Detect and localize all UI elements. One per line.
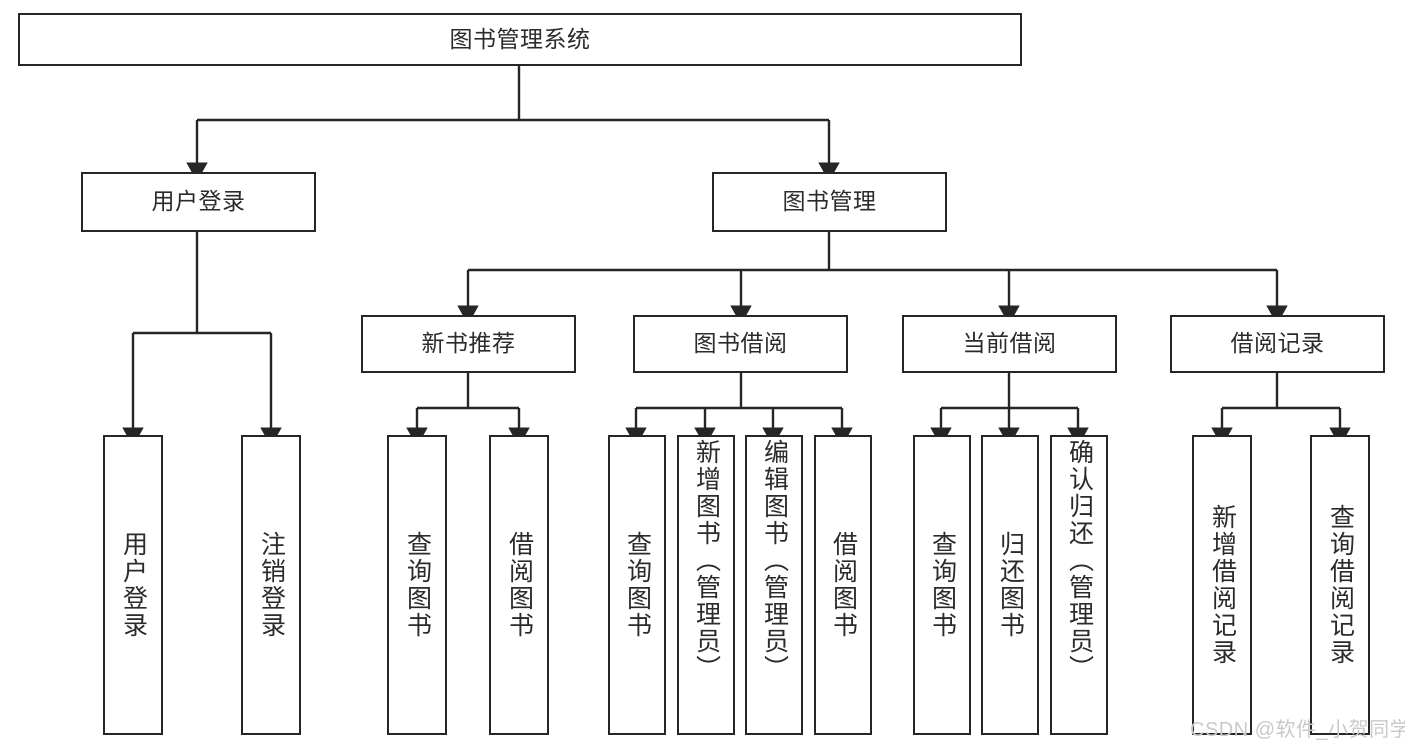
node-label: 确认归还（管理员） bbox=[1065, 439, 1094, 682]
leaf-borrow-book-newbook[interactable]: 借阅图书 bbox=[489, 435, 549, 735]
node-label: 用户登录 bbox=[151, 188, 246, 215]
node-new-book-recommendation[interactable]: 新书推荐 bbox=[361, 315, 576, 373]
leaf-confirm-return-admin[interactable]: 确认归还（管理员） bbox=[1050, 435, 1108, 735]
node-label: 归还图书 bbox=[996, 531, 1025, 639]
node-label: 新书推荐 bbox=[421, 330, 516, 357]
leaf-query-book-newbook[interactable]: 查询图书 bbox=[387, 435, 447, 735]
node-book-borrowing[interactable]: 图书借阅 bbox=[633, 315, 848, 373]
node-label: 借阅记录 bbox=[1230, 330, 1325, 357]
node-book-management[interactable]: 图书管理 bbox=[712, 172, 947, 232]
leaf-return-book[interactable]: 归还图书 bbox=[981, 435, 1039, 735]
node-label: 编辑图书（管理员） bbox=[760, 439, 789, 682]
leaf-edit-book-admin[interactable]: 编辑图书（管理员） bbox=[745, 435, 803, 735]
leaf-query-book-current[interactable]: 查询图书 bbox=[913, 435, 971, 735]
csdn-watermark: CSDN @软件_小贺同学 bbox=[1190, 719, 1405, 741]
node-label: 借阅图书 bbox=[829, 531, 858, 639]
node-user-login[interactable]: 用户登录 bbox=[81, 172, 316, 232]
leaf-query-book-borrow[interactable]: 查询图书 bbox=[608, 435, 666, 735]
node-label: 查询图书 bbox=[928, 531, 957, 639]
node-label: 图书管理系统 bbox=[449, 25, 591, 52]
leaf-add-borrow-record[interactable]: 新增借阅记录 bbox=[1192, 435, 1252, 735]
node-label: 查询图书 bbox=[623, 531, 652, 639]
node-label: 当前借阅 bbox=[962, 330, 1057, 357]
node-label: 用户登录 bbox=[119, 531, 148, 639]
leaf-query-borrow-record[interactable]: 查询借阅记录 bbox=[1310, 435, 1370, 735]
leaf-logout[interactable]: 注销登录 bbox=[241, 435, 301, 735]
node-label: 新增借阅记录 bbox=[1208, 504, 1237, 666]
node-label: 注销登录 bbox=[257, 531, 286, 639]
node-root-book-management-system[interactable]: 图书管理系统 bbox=[18, 13, 1022, 66]
node-label: 查询图书 bbox=[403, 531, 432, 639]
node-current-borrowing[interactable]: 当前借阅 bbox=[902, 315, 1117, 373]
node-label: 借阅图书 bbox=[505, 531, 534, 639]
node-label: 新增图书（管理员） bbox=[692, 439, 721, 682]
node-borrow-records[interactable]: 借阅记录 bbox=[1170, 315, 1385, 373]
node-label: 图书借阅 bbox=[693, 330, 788, 357]
leaf-user-login[interactable]: 用户登录 bbox=[103, 435, 163, 735]
leaf-lend-book[interactable]: 借阅图书 bbox=[814, 435, 872, 735]
node-label: 图书管理 bbox=[782, 188, 877, 215]
node-label: 查询借阅记录 bbox=[1326, 504, 1355, 666]
leaf-add-book-admin[interactable]: 新增图书（管理员） bbox=[677, 435, 735, 735]
